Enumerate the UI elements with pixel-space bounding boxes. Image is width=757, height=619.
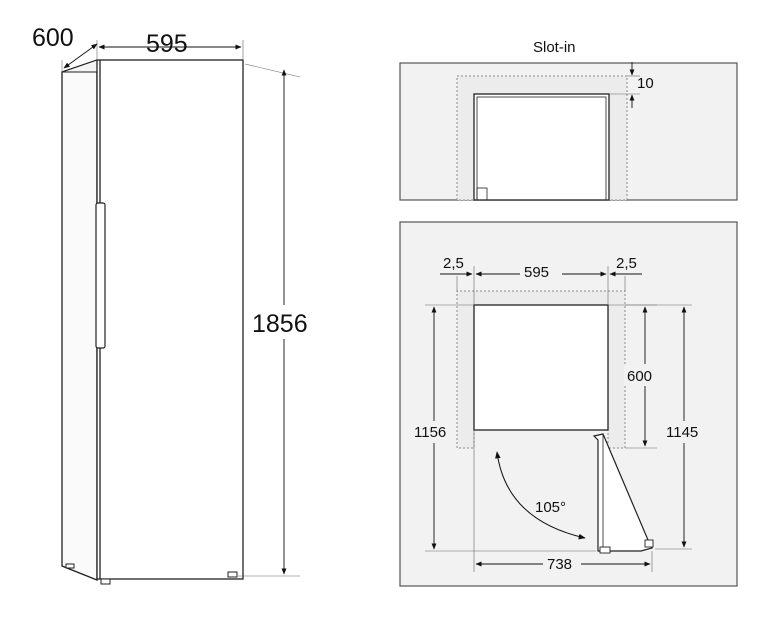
appliance-3d-view: 600 595 1856 (32, 24, 316, 585)
plan-right-gap-label: 2,5 (616, 255, 637, 272)
plan-open-door (592, 433, 653, 552)
slot-in-title: Slot-in (533, 39, 576, 56)
door-handle (95, 202, 106, 349)
plan-width-label: 595 (524, 264, 549, 281)
plan-appliance (473, 304, 609, 431)
height-dimension-label: 1856 (252, 310, 308, 338)
appliance-foot-back (65, 563, 75, 569)
plan-open-width-label: 738 (547, 556, 572, 573)
slot-in-gap-label: 10 (637, 75, 654, 92)
slot-in-appliance (473, 93, 610, 201)
door-swing-arc (495, 451, 586, 540)
plan-view-diagram: 595 2,5 2,5 600 1145 1156 738 105° (399, 221, 738, 587)
appliance-foot-right (227, 571, 238, 578)
plan-left-gap-label: 2,5 (443, 255, 464, 272)
appliance-side-face (61, 59, 98, 581)
appliance-door (96, 59, 244, 580)
plan-depth-label: 600 (627, 368, 652, 385)
depth-dimension-label: 600 (32, 24, 74, 52)
door-angle-label: 105° (535, 499, 566, 516)
width-dimension-label: 595 (146, 30, 188, 58)
plan-left-total-label: 1156 (414, 424, 446, 441)
slot-in-diagram: Slot-in 10 (399, 39, 738, 201)
appliance-foot-left (100, 578, 111, 585)
plan-right-total-label: 1145 (666, 424, 698, 441)
